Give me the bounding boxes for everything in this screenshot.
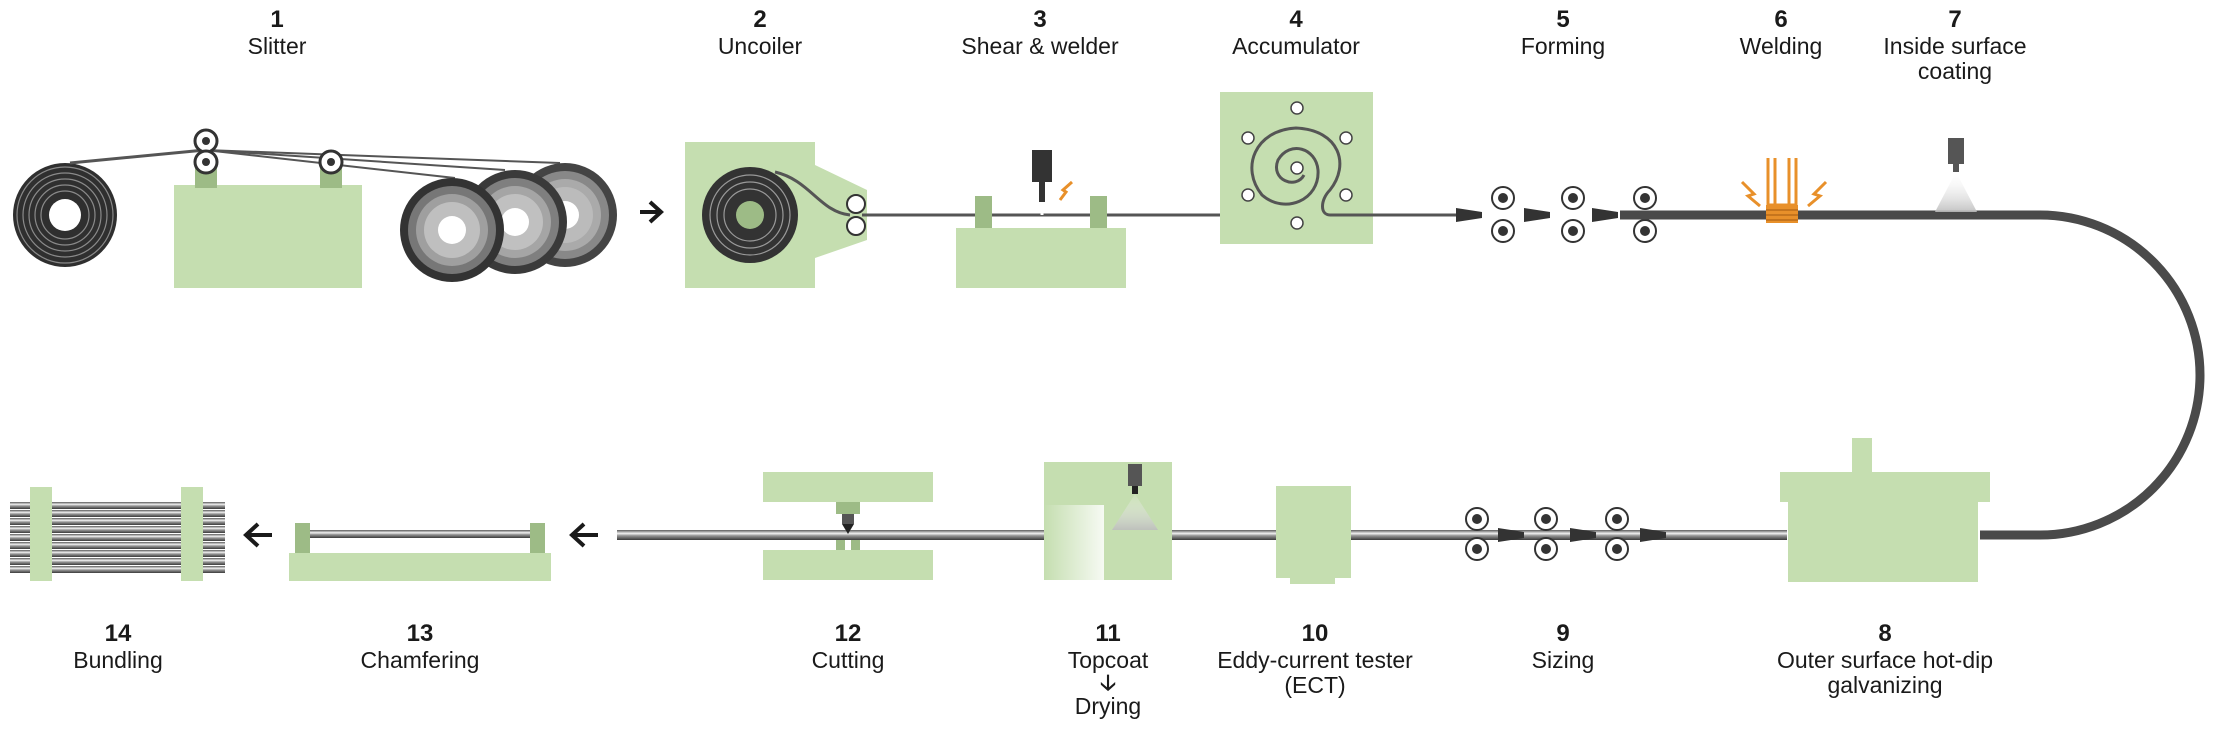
step-name: Cutting — [811, 647, 885, 673]
step-label-9: 9 Sizing — [1532, 620, 1595, 673]
step-label-5: 5 Forming — [1521, 6, 1605, 59]
step-number: 1 — [270, 6, 284, 33]
step-name: Inside surface coating — [1883, 33, 2027, 84]
step-number: 8 — [1878, 620, 1892, 647]
step-label-1: 1 Slitter — [248, 6, 307, 59]
step-label-12: 12 Cutting — [812, 620, 885, 673]
galvanizing-tank — [1780, 438, 1990, 582]
step-name: Uncoiler — [717, 33, 803, 59]
pipe-bundle — [10, 487, 225, 581]
step-number: 11 — [1095, 620, 1121, 647]
step-number: 2 — [753, 6, 767, 33]
step-name: Sizing — [1531, 647, 1595, 673]
step-name: Outer surface hot-dip galvanizing — [1776, 647, 1994, 698]
flow-arrow-left-2 — [243, 522, 272, 548]
step-name: Slitter — [247, 33, 307, 59]
step-name: Forming — [1520, 33, 1606, 59]
shear-welder-machine — [956, 150, 1126, 288]
step-label-14: 14 Bundling — [73, 620, 163, 673]
pipe-bottom — [617, 530, 1787, 540]
step-number: 9 — [1556, 620, 1570, 647]
step-number: 10 — [1301, 620, 1329, 647]
welding-coil — [1740, 158, 1828, 223]
step-name: Chamfering — [360, 647, 480, 673]
step-name: Accumulator — [1232, 33, 1360, 59]
step-label-2: 2 Uncoiler — [718, 6, 802, 59]
step-name: Topcoat — [1067, 647, 1149, 673]
step-name: Eddy-current tester (ECT) — [1217, 647, 1413, 698]
topcoat-booth — [1044, 462, 1172, 580]
step-label-4: 4 Accumulator — [1232, 6, 1360, 59]
coil-source — [13, 163, 117, 267]
inside-coating-nozzle — [1935, 138, 1977, 212]
arrow-down-icon: 🡣 — [1100, 670, 1116, 695]
slit-coils — [400, 163, 617, 282]
eddy-current-tester — [1276, 486, 1351, 584]
sizing-rolls — [1465, 507, 1666, 561]
step-name: Shear & welder — [961, 33, 1119, 59]
step-name: Welding — [1739, 33, 1823, 59]
flow-arrow-right — [640, 200, 664, 224]
step-number: 4 — [1289, 6, 1303, 33]
step-label-3: 3 Shear & welder — [961, 6, 1118, 59]
step-number: 12 — [834, 620, 862, 647]
step-label-11: 11 Topcoat 🡣 Drying — [1068, 620, 1149, 719]
step-name: Bundling — [73, 647, 163, 673]
accumulator-machine — [1220, 92, 1460, 244]
step-number: 7 — [1948, 6, 1962, 33]
forming-rolls — [1456, 186, 1657, 243]
step-label-13: 13 Chamfering — [361, 620, 480, 673]
step-number: 5 — [1556, 6, 1570, 33]
chamfering-machine — [289, 523, 551, 581]
step-number: 14 — [104, 620, 132, 647]
uncoiler-machine — [685, 142, 867, 288]
step-number: 13 — [406, 620, 434, 647]
step-label-7: 7 Inside surface coating — [1883, 6, 2026, 84]
cutting-machine — [763, 472, 933, 580]
step-label-8: 8 Outer surface hot-dip galvanizing — [1777, 620, 1993, 698]
step-label-6: 6 Welding — [1740, 6, 1823, 59]
flow-arrow-left-1 — [569, 522, 598, 548]
step-number: 6 — [1774, 6, 1788, 33]
step-number: 3 — [1033, 6, 1047, 33]
step-label-10: 10 Eddy-current tester (ECT) — [1217, 620, 1413, 698]
slitter-machine — [13, 128, 617, 288]
pipe-u-turn — [1620, 210, 2205, 540]
step-subname: Drying — [1074, 693, 1142, 719]
